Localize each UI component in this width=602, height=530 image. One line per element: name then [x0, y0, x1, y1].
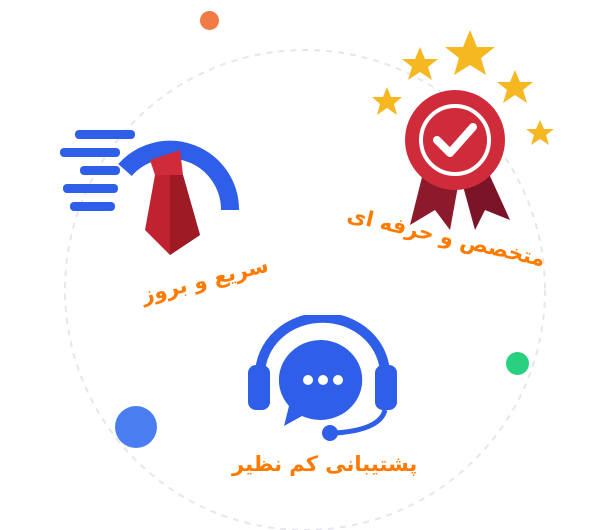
headset-support-icon	[248, 315, 397, 441]
green-dot	[506, 352, 529, 375]
speedometer-tie-icon	[60, 130, 240, 255]
award-ribbon-icon	[372, 30, 554, 230]
blue-dot	[115, 406, 157, 448]
feature-label-support: پشتیبانی کم نظیر	[232, 452, 418, 476]
orange-dot	[200, 11, 219, 30]
